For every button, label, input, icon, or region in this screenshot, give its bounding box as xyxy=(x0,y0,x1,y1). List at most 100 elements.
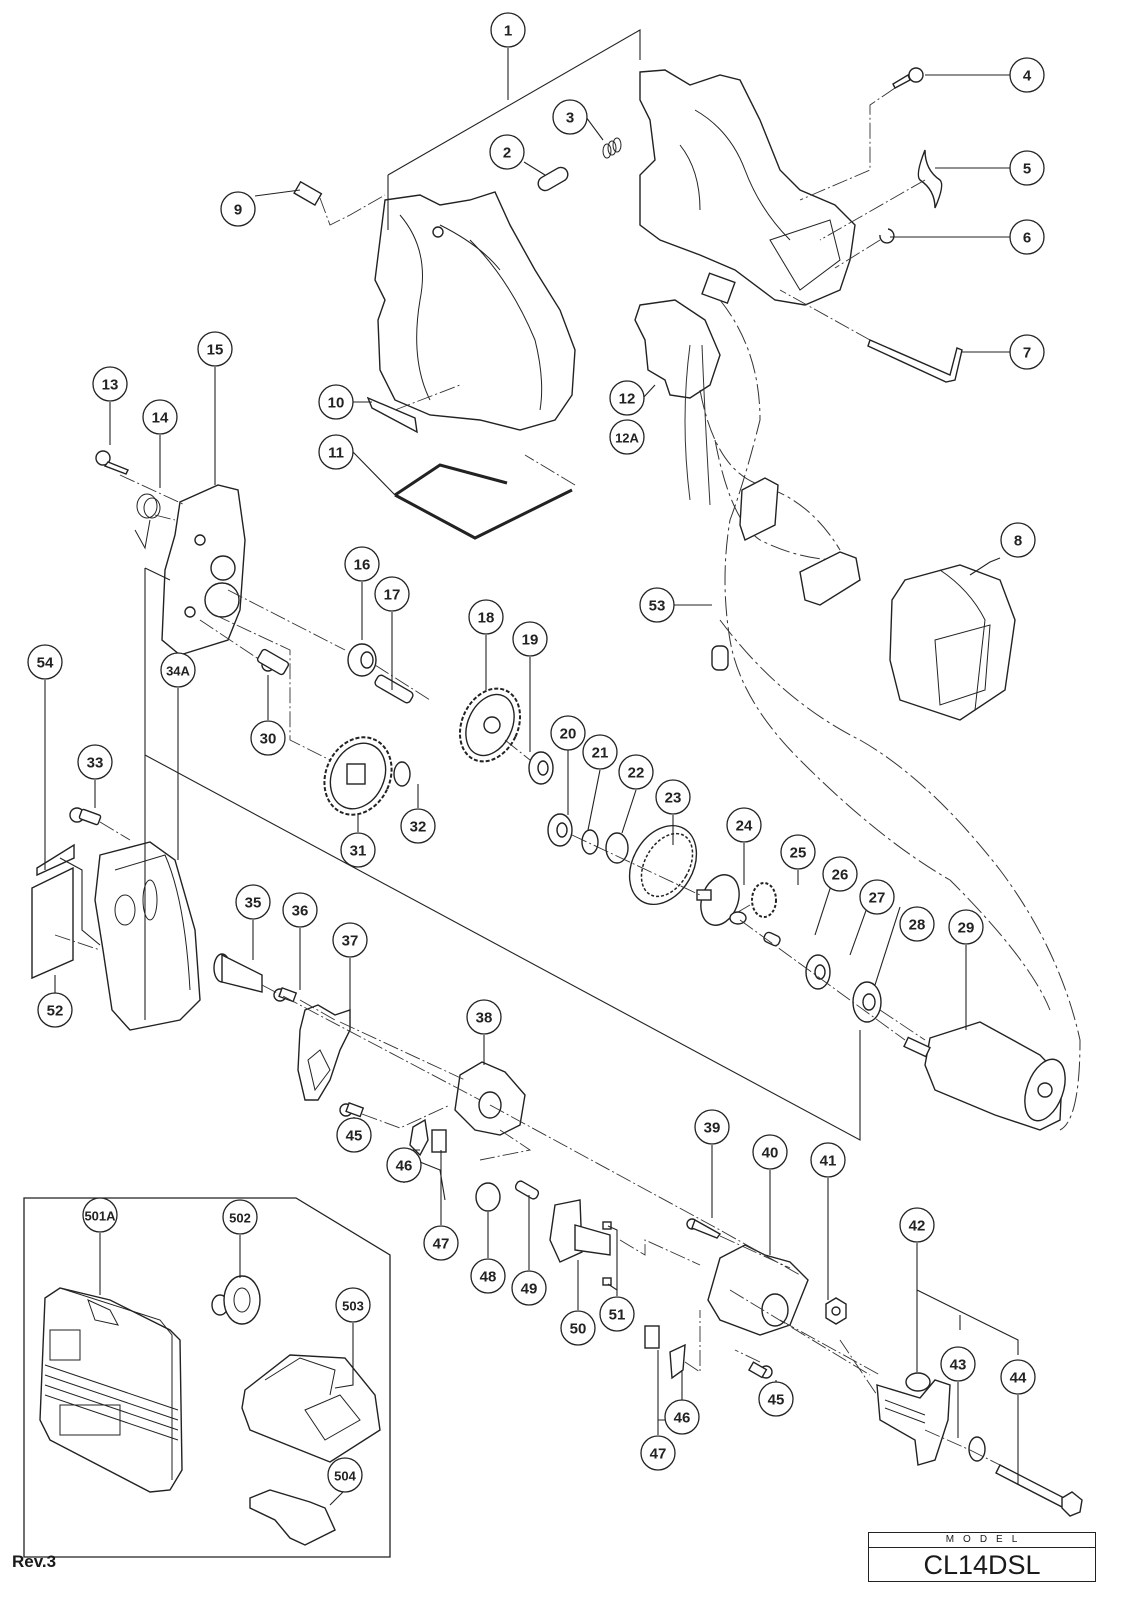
blade-part xyxy=(431,1129,447,1153)
housing-right-part xyxy=(639,69,856,306)
housing-left-part xyxy=(374,191,576,431)
callout-number: 33 xyxy=(87,755,104,772)
blade-part xyxy=(644,1325,660,1349)
callout-circle xyxy=(222,1199,258,1235)
gear-cover-part xyxy=(94,841,201,1031)
callout-13: 13 xyxy=(92,366,128,402)
callout-17: 17 xyxy=(374,576,410,612)
callout-33: 33 xyxy=(77,744,113,780)
callout-circle xyxy=(468,599,504,635)
battery-part xyxy=(889,564,1016,721)
callout-circle xyxy=(752,1134,788,1170)
callout-number: 44 xyxy=(1010,1370,1027,1387)
callout-circle xyxy=(1009,334,1045,370)
callout-7: 7 xyxy=(1009,334,1045,370)
callout-number: 53 xyxy=(649,598,666,615)
controller-board-part xyxy=(739,477,779,541)
callout-25: 25 xyxy=(780,834,816,870)
callout-number: 34A xyxy=(166,664,190,679)
callout-circle xyxy=(780,834,816,870)
callout-32: 32 xyxy=(400,808,436,844)
callout-number: 10 xyxy=(328,395,345,412)
callout-2: 2 xyxy=(489,134,525,170)
callout-3: 3 xyxy=(552,99,588,135)
callout-circle xyxy=(899,906,935,942)
callout-circle xyxy=(609,419,645,455)
callout-1: 1 xyxy=(490,12,526,48)
callout-504: 504 xyxy=(327,1457,363,1493)
callout-38: 38 xyxy=(466,999,502,1035)
callout-circle xyxy=(859,879,895,915)
callout-number: 15 xyxy=(207,342,224,359)
callout-4: 4 xyxy=(1009,57,1045,93)
screw-part xyxy=(69,807,102,826)
retaining-ring-part xyxy=(393,761,411,787)
callout-43: 43 xyxy=(940,1346,976,1382)
callout-number: 502 xyxy=(229,1211,251,1226)
screw-part xyxy=(256,648,290,676)
callout-40: 40 xyxy=(752,1134,788,1170)
callout-number: 24 xyxy=(736,818,753,835)
ring-gear-part xyxy=(628,824,698,906)
callout-number: 37 xyxy=(342,933,359,950)
roller-part xyxy=(475,1182,501,1212)
callout-16: 16 xyxy=(344,546,380,582)
callout-number: 47 xyxy=(650,1446,667,1463)
callout-number: 12A xyxy=(615,431,639,446)
callout-circle xyxy=(1009,150,1045,186)
callout-number: 2 xyxy=(503,145,511,162)
callout-circle xyxy=(639,587,675,623)
callout-35: 35 xyxy=(235,884,271,920)
washer-part xyxy=(968,1436,986,1462)
callout-27: 27 xyxy=(859,879,895,915)
callout-circle xyxy=(37,992,73,1028)
callout-circle xyxy=(142,399,178,435)
callout-number: 40 xyxy=(762,1145,779,1162)
callout-circle xyxy=(220,191,256,227)
callout-44: 44 xyxy=(1000,1359,1036,1395)
callout-9: 9 xyxy=(220,191,256,227)
callout-circle xyxy=(374,576,410,612)
callout-circle xyxy=(335,1287,371,1323)
bearing-part xyxy=(528,751,554,785)
callout-39: 39 xyxy=(694,1109,730,1145)
callout-number: 503 xyxy=(342,1299,364,1314)
callout-number: 39 xyxy=(704,1120,721,1137)
callout-circle xyxy=(336,1117,372,1153)
callout-circle xyxy=(582,734,618,770)
callout-circle xyxy=(726,807,762,843)
callout-number: 18 xyxy=(478,610,495,627)
callout-circle xyxy=(197,331,233,367)
callout-number: 30 xyxy=(260,731,277,748)
retaining-ring-part xyxy=(581,829,599,855)
callout-number: 23 xyxy=(665,790,682,807)
callout-48: 48 xyxy=(470,1258,506,1294)
callout-number: 11 xyxy=(328,445,344,462)
callout-number: 45 xyxy=(346,1128,363,1145)
callout-circle xyxy=(609,380,645,416)
ring-part xyxy=(879,228,895,244)
callout-circle xyxy=(250,720,286,756)
callout-number: 43 xyxy=(950,1357,967,1374)
callout-circle xyxy=(599,1296,635,1332)
callout-23: 23 xyxy=(655,779,691,815)
callout-15: 15 xyxy=(197,331,233,367)
callout-circle xyxy=(27,644,63,680)
spring-part xyxy=(602,137,622,159)
callout-circle xyxy=(512,621,548,657)
callout-53: 53 xyxy=(639,587,675,623)
callout-46: 46 xyxy=(386,1147,422,1183)
callout-number: 31 xyxy=(350,843,367,860)
label-part xyxy=(293,180,323,207)
callout-24: 24 xyxy=(726,807,762,843)
torsion-spring-part xyxy=(134,493,161,550)
callout-circle xyxy=(490,12,526,48)
callout-circle xyxy=(758,1381,794,1417)
callout-number: 45 xyxy=(768,1392,785,1409)
key-part xyxy=(602,1221,612,1230)
callout-6: 6 xyxy=(1009,219,1045,255)
blade-part xyxy=(669,1343,686,1380)
callout-number: 501A xyxy=(84,1209,116,1224)
pinion-part xyxy=(374,674,414,704)
